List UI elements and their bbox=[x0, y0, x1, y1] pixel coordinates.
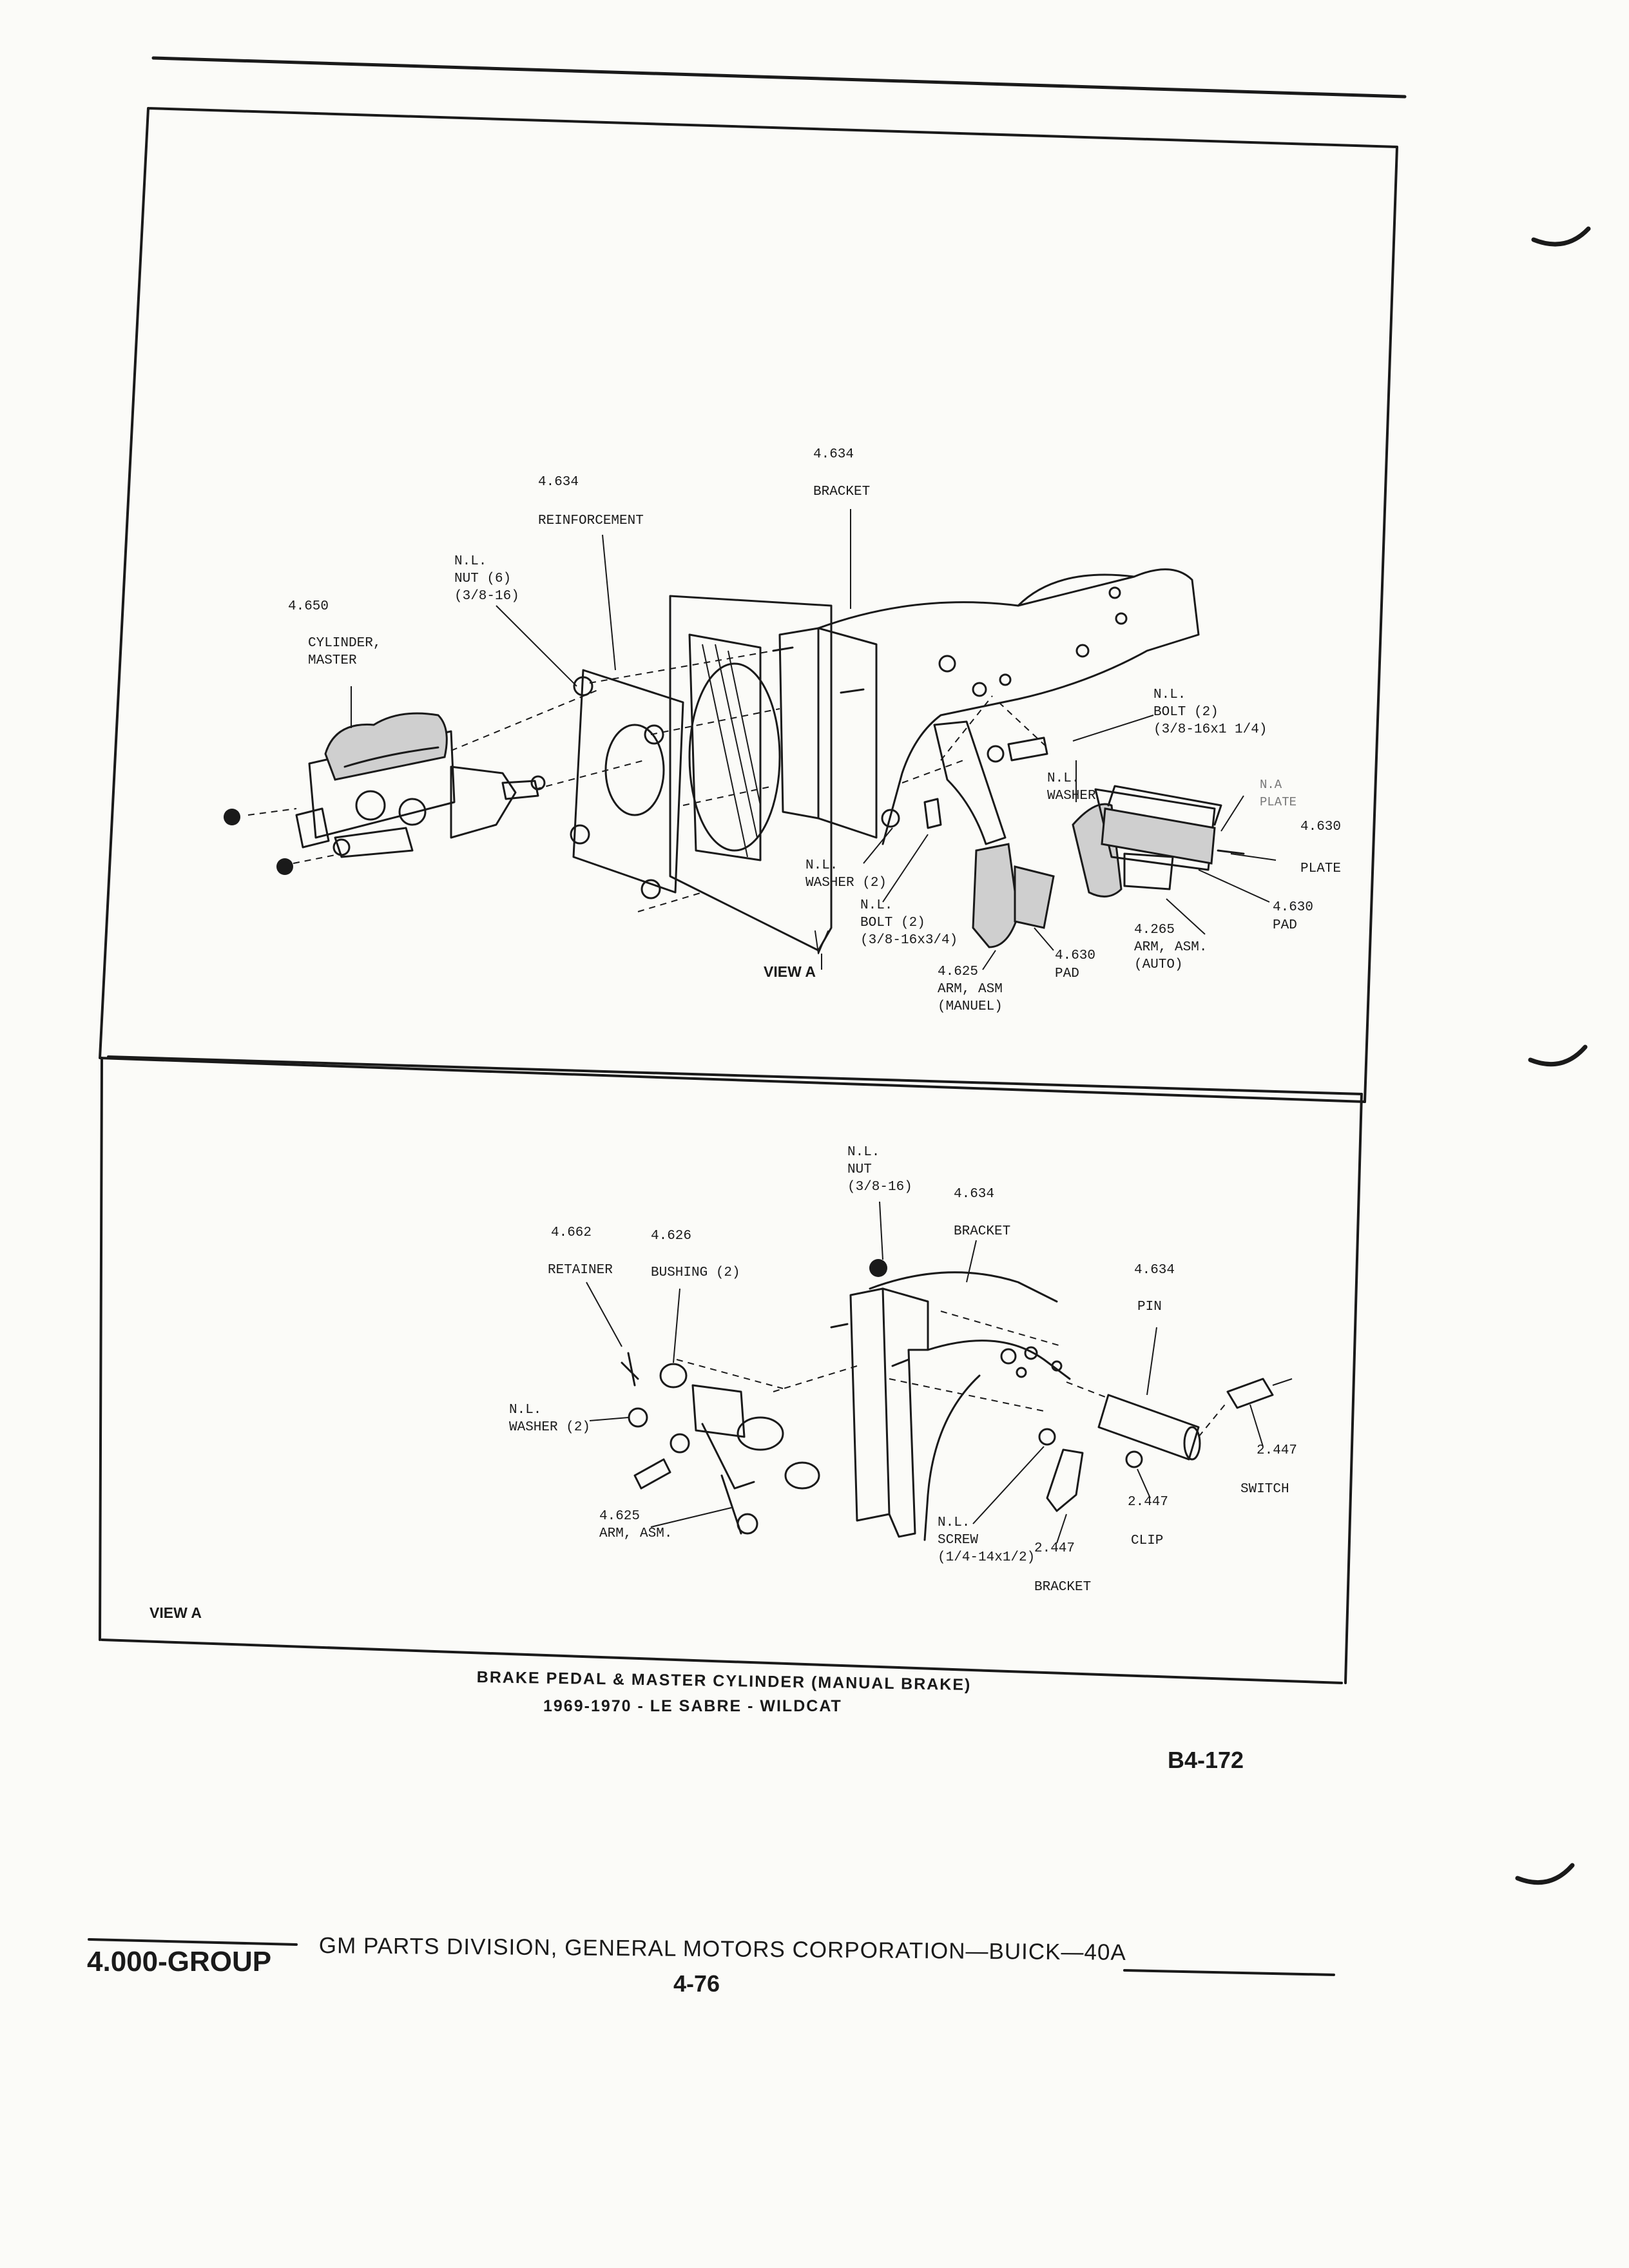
page-code: B4-172 bbox=[1168, 1747, 1244, 1773]
lower-bracket-part-number: 4.634 bbox=[954, 1187, 995, 1202]
reinforcement-label: REINFORCEMENT bbox=[538, 514, 644, 528]
manual-pad-label: PAD bbox=[1055, 966, 1079, 981]
retainer-part-number: 4.662 bbox=[551, 1225, 592, 1240]
auto-pad-label: PAD bbox=[1273, 918, 1297, 933]
auto-arm-label: 4.265 ARM, ASM. (AUTO) bbox=[1134, 923, 1208, 972]
footer-page-number: 4-76 bbox=[673, 1970, 720, 1997]
master-cylinder-illustration bbox=[224, 689, 645, 875]
bracket-part-number: 4.634 bbox=[813, 447, 854, 462]
nut-label: N.L. NUT (6) (3/8-16) bbox=[454, 554, 519, 604]
upper-washer-label: N.L. WASHER bbox=[1047, 771, 1096, 803]
footer-group: 4.000-GROUP bbox=[87, 1946, 272, 1977]
retainer-label: RETAINER bbox=[548, 1263, 613, 1278]
top-leader-lines bbox=[351, 509, 1277, 970]
figure-caption-models: 1969-1970 - LE SABRE - WILDCAT bbox=[543, 1697, 842, 1715]
switch-label: SWITCH bbox=[1240, 1482, 1289, 1497]
pedal-bracket-illustration bbox=[772, 568, 1200, 845]
lower-washer-label: N.L. WASHER (2) bbox=[805, 858, 887, 890]
lower-bolt-label: N.L. BOLT (2) (3/8-16x3/4) bbox=[860, 898, 958, 948]
manual-pad-part-number: 4.630 bbox=[1055, 948, 1096, 963]
view-a-callout: VIEW A bbox=[764, 963, 816, 980]
figure-frame bbox=[99, 107, 1398, 1103]
cylinder-master-part-number: 4.650 bbox=[288, 599, 329, 614]
lower-washer-label: N.L. WASHER (2) bbox=[509, 1403, 591, 1435]
lower-frame-bottom bbox=[101, 1639, 1343, 1684]
pin-part-number: 4.634 bbox=[1134, 1263, 1175, 1278]
reinforcement-part-number: 4.634 bbox=[538, 475, 579, 490]
auto-pad-part-number: 4.630 bbox=[1273, 900, 1314, 915]
firewall-panel-illustration bbox=[669, 595, 833, 952]
manual-arm-label: 4.625 ARM, ASM (MANUEL) bbox=[938, 965, 1003, 1014]
bracket-label: BRACKET bbox=[813, 485, 871, 499]
lower-frame-right bbox=[1344, 1093, 1363, 1684]
auto-arm-illustration bbox=[1072, 785, 1245, 898]
clip-part-number: 2.447 bbox=[1128, 1495, 1169, 1510]
panel-divider bbox=[107, 1055, 1363, 1095]
binding-mark bbox=[1531, 226, 1591, 247]
manual-arm-illustration bbox=[901, 720, 1055, 948]
binding-mark bbox=[1515, 1863, 1575, 1885]
reinforcement-illustration bbox=[570, 650, 780, 912]
switch-bracket-part-number: 2.447 bbox=[1034, 1541, 1075, 1556]
upper-bolt-label: N.L. BOLT (2) (3/8-16x1 1/4) bbox=[1153, 687, 1268, 737]
screw-label: N.L. SCREW (1/4-14x1/2) bbox=[938, 1515, 1036, 1565]
lower-arm-illustration bbox=[621, 1352, 858, 1535]
plate-label: PLATE bbox=[1300, 861, 1342, 876]
binding-mark bbox=[1528, 1044, 1588, 1067]
lower-bracket-illustration bbox=[830, 1259, 1071, 1541]
view-a-panel-label: VIEW A bbox=[149, 1604, 202, 1621]
na-plate-label: N.A PLATE bbox=[1260, 778, 1297, 809]
switch-and-pin-illustration bbox=[1038, 1378, 1293, 1512]
lower-frame-left bbox=[99, 1057, 103, 1641]
pin-label: PIN bbox=[1137, 1300, 1162, 1314]
lower-bracket-label: BRACKET bbox=[954, 1224, 1011, 1239]
cylinder-master-label: CYLINDER, MASTER bbox=[308, 636, 381, 668]
switch-part-number: 2.447 bbox=[1257, 1443, 1298, 1458]
lower-nut-label: N.L. NUT (3/8-16) bbox=[847, 1145, 912, 1195]
bushing-part-number: 4.626 bbox=[651, 1229, 692, 1244]
switch-bracket-label: BRACKET bbox=[1034, 1580, 1092, 1595]
plate-part-number: 4.630 bbox=[1300, 820, 1342, 834]
clip-label: CLIP bbox=[1131, 1533, 1164, 1548]
top-rule bbox=[151, 56, 1407, 99]
fastener-illustrations bbox=[881, 736, 1048, 829]
lower-arm-label: 4.625 ARM, ASM. bbox=[599, 1509, 673, 1541]
bottom-leader-lines bbox=[586, 1201, 1264, 1544]
bushing-label: BUSHING (2) bbox=[651, 1265, 740, 1280]
